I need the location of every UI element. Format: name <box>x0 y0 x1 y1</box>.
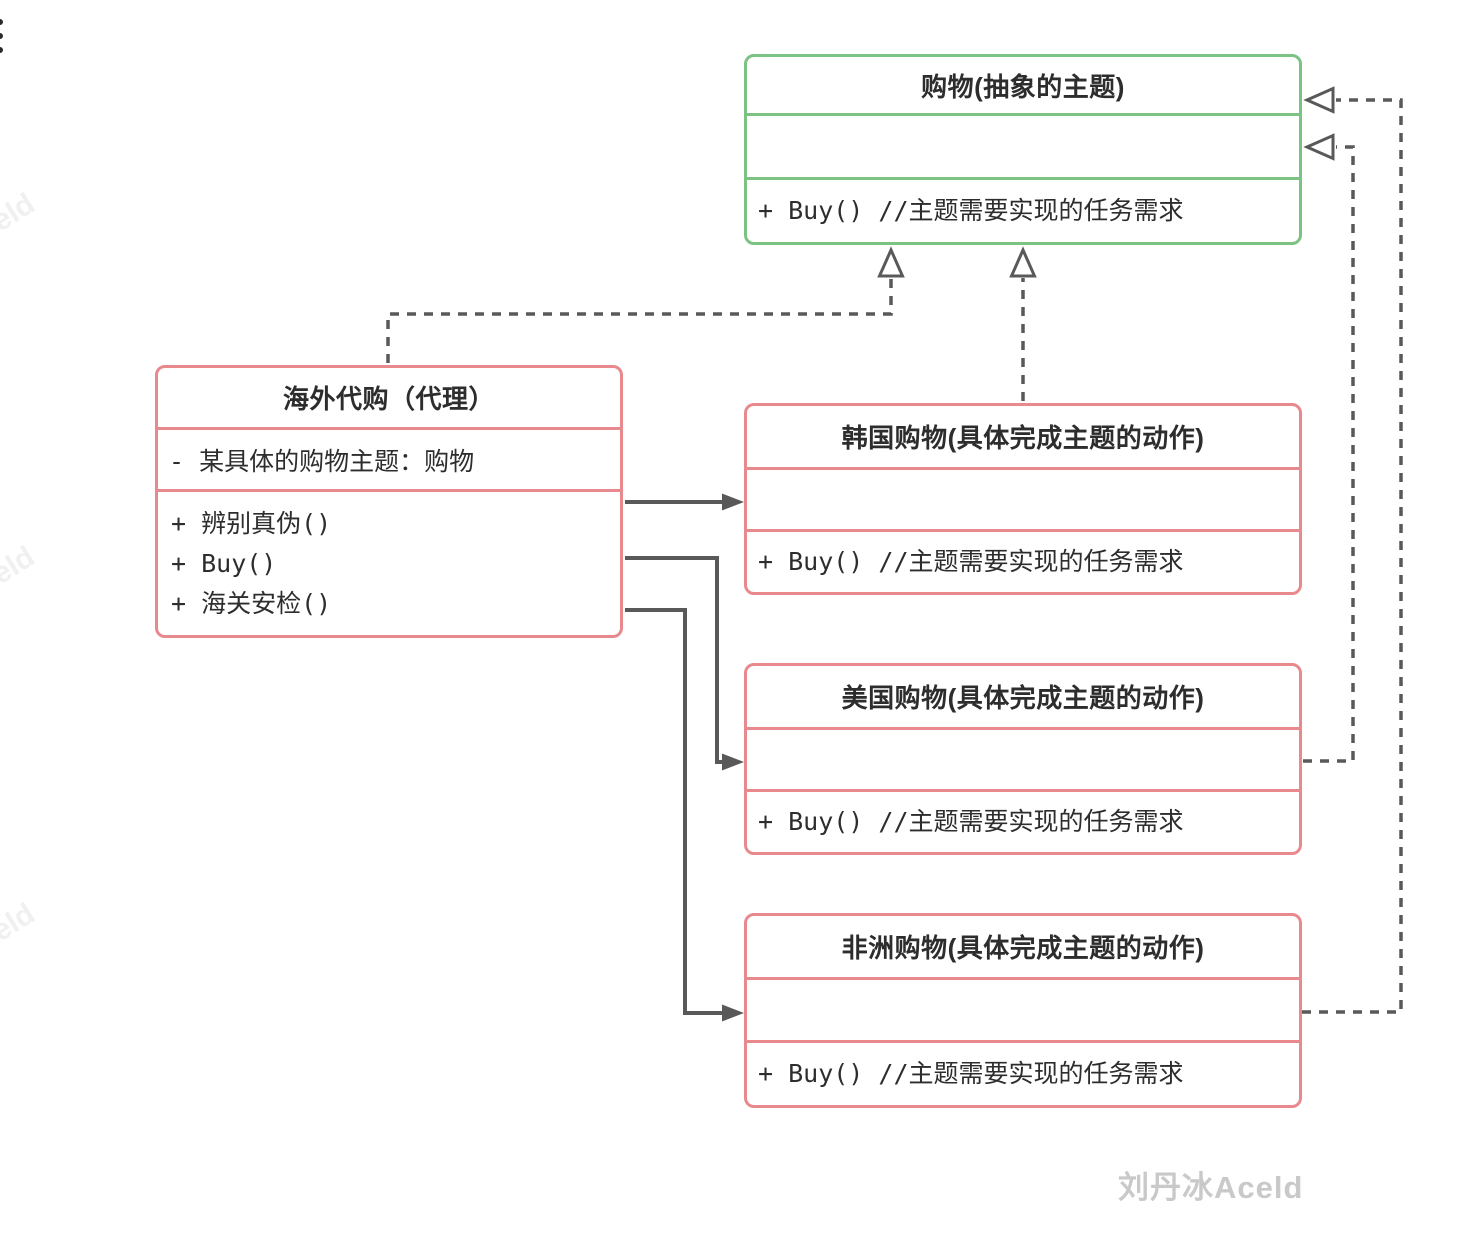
class-methods: + 辨别真伪() + Buy() + 海关安检() <box>158 492 620 635</box>
method-line: + Buy() <box>171 548 277 578</box>
class-box-proxy[interactable]: 海外代购（代理） - 某具体的购物主题：购物 + 辨别真伪() + Buy() … <box>155 365 623 638</box>
realization-usa-to-subject <box>1303 133 1355 763</box>
open-arrowhead-left <box>1303 133 1335 161</box>
association-proxy-to-korea <box>625 493 744 511</box>
vertical-ellipsis-icon[interactable] <box>0 19 9 53</box>
faint-watermark: eld <box>0 187 41 239</box>
method-line: + Buy() //主题需要实现的任务需求 <box>758 547 1184 576</box>
class-methods: + Buy() //主题需要实现的任务需求 <box>747 792 1299 852</box>
method-line: + Buy() //主题需要实现的任务需求 <box>758 196 1184 225</box>
method-line: + 辨别真伪() <box>171 508 332 538</box>
class-title: 韩国购物(具体完成主题的动作) <box>841 423 1205 453</box>
author-watermark: 刘丹冰Aceld <box>1118 1170 1304 1205</box>
class-attributes-empty <box>747 977 1299 1043</box>
class-box-usa[interactable]: 美国购物(具体完成主题的动作) + Buy() //主题需要实现的任务需求 <box>744 663 1302 855</box>
ellipsis-dot <box>0 33 3 39</box>
method-line: + Buy() //主题需要实现的任务需求 <box>758 1059 1184 1088</box>
faint-watermark: eld <box>0 540 41 592</box>
class-title: 购物(抽象的主题) <box>921 71 1125 102</box>
class-methods: + Buy() //主题需要实现的任务需求 <box>747 532 1299 592</box>
class-attributes-empty <box>747 727 1299 792</box>
realization-korea-to-subject <box>1009 246 1037 401</box>
class-attributes-empty <box>747 467 1299 532</box>
class-attributes-empty <box>747 113 1299 180</box>
method-line: + Buy() //主题需要实现的任务需求 <box>758 807 1184 836</box>
method-line: + 海关安检() <box>171 588 332 618</box>
open-arrowhead-left <box>1303 86 1335 114</box>
class-methods: + Buy() //主题需要实现的任务需求 <box>747 1043 1299 1105</box>
ellipsis-dot <box>0 19 3 25</box>
class-box-abstract-subject[interactable]: 购物(抽象的主题) + Buy() //主题需要实现的任务需求 <box>744 54 1302 245</box>
solid-arrowhead-right <box>722 753 744 771</box>
class-title: 海外代购（代理） <box>282 384 495 414</box>
association-proxy-to-usa <box>625 556 744 771</box>
association-proxy-to-africa <box>625 608 744 1022</box>
realization-africa-to-subject <box>1302 86 1403 1014</box>
open-arrowhead-up <box>1009 246 1037 278</box>
solid-arrowhead-right <box>722 493 744 511</box>
class-title: 非洲购物(具体完成主题的动作) <box>841 933 1205 963</box>
class-box-africa[interactable]: 非洲购物(具体完成主题的动作) + Buy() //主题需要实现的任务需求 <box>744 913 1302 1108</box>
solid-arrowhead-right <box>722 1004 744 1022</box>
faint-watermark: eld <box>0 897 41 949</box>
class-methods: + Buy() //主题需要实现的任务需求 <box>747 180 1299 242</box>
open-arrowhead-up <box>877 246 905 278</box>
realization-proxy-to-subject <box>386 246 905 363</box>
ellipsis-dot <box>0 47 3 53</box>
class-title: 美国购物(具体完成主题的动作) <box>841 683 1205 713</box>
class-box-korea[interactable]: 韩国购物(具体完成主题的动作) + Buy() //主题需要实现的任务需求 <box>744 403 1302 595</box>
class-attributes: - 某具体的购物主题：购物 <box>158 427 620 492</box>
